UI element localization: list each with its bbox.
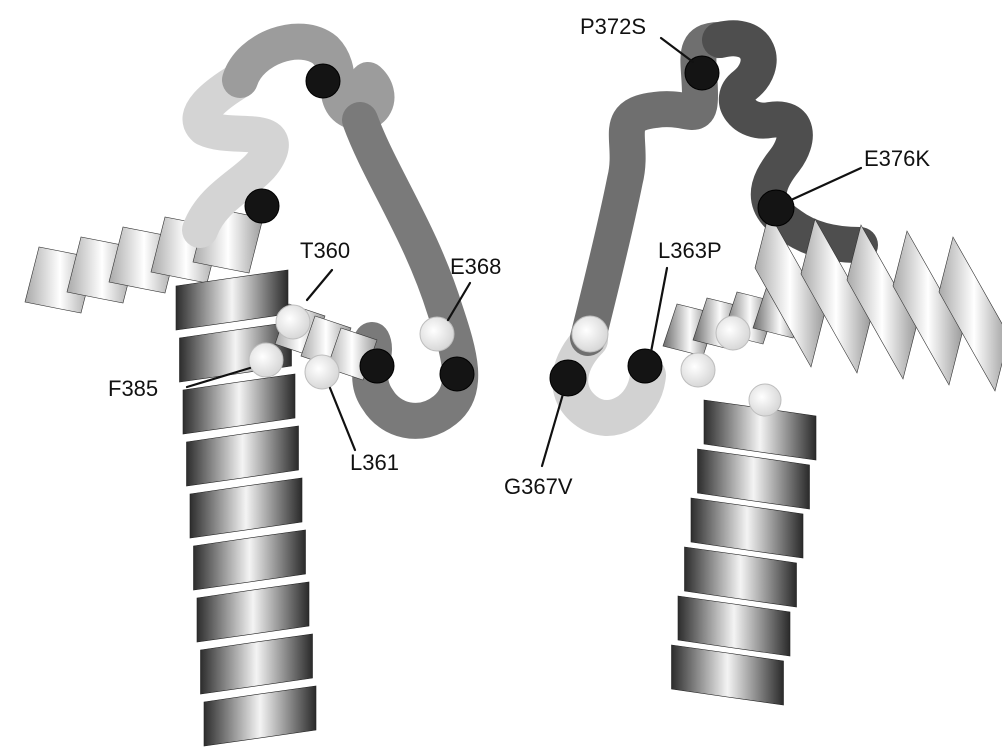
label-l363p: L363P [658,238,722,263]
helix-turn [691,498,803,558]
helix-turn [204,686,316,746]
leader-e376k [791,168,861,200]
mutation-marker-left-middle [245,189,279,223]
label-e376k: E376K [864,146,930,171]
left-monomer [25,42,474,746]
residue-marker-right-c [716,316,750,350]
leader-l363p [651,268,667,352]
label-f385: F385 [108,376,158,401]
mutation-marker-left-loop-a [360,349,394,383]
helix-turn [678,596,790,656]
helix-turn [672,645,784,705]
mutation-marker-g367v [550,360,586,396]
leader-g367v [542,394,563,466]
helix-turn [190,478,302,538]
helix-turn [698,449,810,509]
residue-marker-t360 [276,305,310,339]
mutation-marker-e376k [758,190,794,226]
label-g367v: G367V [504,474,573,499]
mutation-marker-left-loop-b [440,357,474,391]
right-vertical-helix [672,400,817,705]
residue-marker-right-b [681,353,715,387]
residue-marker-right-a [572,316,608,352]
helix-turn [187,426,299,486]
residue-marker-f385 [249,343,283,377]
right-monomer [550,38,1002,705]
label-l361: L361 [350,450,399,475]
mutation-marker-l363p [628,349,662,383]
residue-marker-e368 [420,317,454,351]
helix-turn [197,582,309,642]
helix-turn [201,634,313,694]
helix-turn [194,530,306,590]
label-e368: E368 [450,254,501,279]
label-p372s: P372S [580,14,646,39]
label-t360: T360 [300,238,350,263]
leader-t360 [307,270,332,300]
leader-l361 [330,388,355,450]
residue-marker-right-d [749,384,781,416]
helix-turn [685,547,797,607]
mutation-marker-left-top [306,64,340,98]
residue-marker-l361 [305,355,339,389]
